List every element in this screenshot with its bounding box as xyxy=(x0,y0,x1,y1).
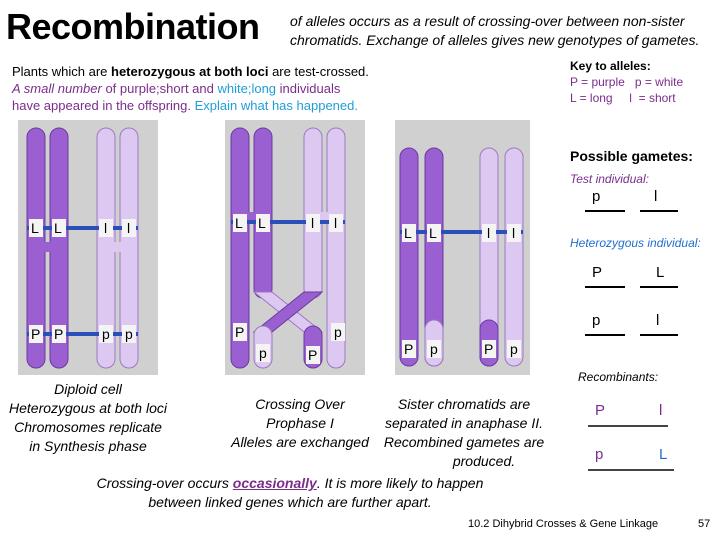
recombinants-label: Recombinants: xyxy=(578,370,659,384)
allele-label: P xyxy=(308,347,317,363)
gamete-allele: p xyxy=(595,446,604,463)
diploid-caption: Diploid cell Heterozygous at both loci C… xyxy=(9,381,167,454)
intro-line-1: Plants which are heterozygous at both lo… xyxy=(12,64,369,79)
allele-label: p xyxy=(125,326,133,342)
gamete-underline xyxy=(585,286,625,288)
gamete-allele: p xyxy=(592,312,601,329)
allele-label: l xyxy=(512,225,515,241)
subtitle: of alleles occurs as a result of crossin… xyxy=(290,13,700,48)
allele-label: l xyxy=(127,220,130,236)
allele-label: L xyxy=(235,215,243,231)
allele-label: P xyxy=(31,326,40,342)
heterozygous-individual-label: Heterozygous individual: xyxy=(570,236,701,250)
allele-label: L xyxy=(404,225,412,241)
allele-label: L xyxy=(258,215,266,231)
gamete-underline xyxy=(585,334,625,336)
band-L-locus xyxy=(231,220,345,224)
gamete-allele: P xyxy=(595,402,606,419)
gamete-allele: l xyxy=(654,188,658,205)
allele-label: l xyxy=(311,215,314,231)
allele-key: Key to alleles: P = purple p = white L =… xyxy=(570,58,683,106)
band-P-locus xyxy=(27,332,138,336)
gamete-allele: L xyxy=(656,264,665,281)
gametes-heading: Possible gametes: xyxy=(570,148,693,164)
gamete-underline xyxy=(585,210,625,212)
gamete-underline xyxy=(640,210,678,212)
allele-label: l xyxy=(487,225,490,241)
allele-label: L xyxy=(31,220,39,236)
crossing-over-chromosomes xyxy=(230,127,346,369)
chromosome-pair-homozygous-dominant xyxy=(26,127,69,369)
intro-line-2: A small number of purple;short and white… xyxy=(12,81,341,96)
sister-chromatids-caption: Sister chromatids are separated in anaph… xyxy=(383,396,545,469)
allele-label: L xyxy=(429,225,437,241)
chromosome-pair-recessive xyxy=(96,127,139,369)
allele-label: P xyxy=(54,326,63,342)
allele-label: p xyxy=(510,341,518,357)
key-title: Key to alleles: xyxy=(570,59,651,73)
bottom-caption: Crossing-over occurs occasionally. It is… xyxy=(96,475,484,510)
allele-label: l xyxy=(104,220,107,236)
band-L-locus xyxy=(400,230,523,234)
page-title: Recombination xyxy=(6,6,260,47)
key-line-1: P = purple p = white xyxy=(570,75,684,89)
allele-label: p xyxy=(334,324,342,340)
chromosome-diagram: L L l l P P p p L L l l P p p P xyxy=(18,120,530,375)
gametes-panel xyxy=(560,138,720,520)
footer-text: 10.2 Dihybrid Crosses & Gene Linkage xyxy=(468,518,659,530)
allele-label: P xyxy=(404,341,413,357)
page-number: 57 xyxy=(698,518,711,530)
gamete-allele: L xyxy=(659,446,668,463)
gamete-allele: l xyxy=(659,402,663,419)
allele-label: p xyxy=(430,341,438,357)
gamete-underline xyxy=(588,469,674,471)
intro-text: Plants which are heterozygous at both lo… xyxy=(12,63,432,114)
allele-label: L xyxy=(54,220,62,236)
intro-line-3: have appeared in the offspring. Explain … xyxy=(12,98,358,113)
allele-label: l xyxy=(334,215,337,231)
gamete-underline xyxy=(640,334,678,336)
gamete-allele: p xyxy=(592,188,601,205)
allele-label: P xyxy=(235,324,244,340)
band-L-locus xyxy=(27,226,138,230)
key-line-2: L = long l = short xyxy=(570,91,676,105)
test-individual-label: Test individual: xyxy=(570,172,649,186)
allele-label: p xyxy=(102,326,110,342)
gamete-allele: P xyxy=(592,264,603,281)
gamete-allele: l xyxy=(656,312,660,329)
gamete-underline xyxy=(588,425,668,427)
allele-label: p xyxy=(259,345,267,361)
gamete-underline xyxy=(640,286,678,288)
crossing-over-caption: Crossing Over Prophase I Alleles are exc… xyxy=(231,396,369,450)
allele-label: P xyxy=(484,341,493,357)
